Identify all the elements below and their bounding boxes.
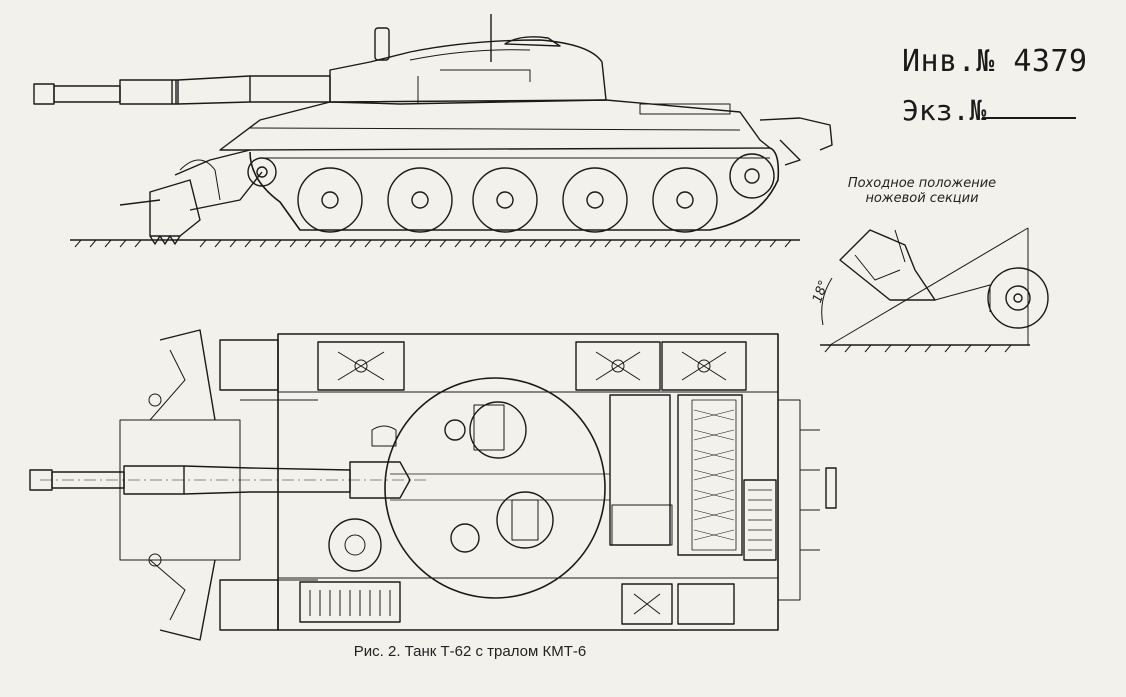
mine-plough-side	[119, 149, 263, 245]
figure-caption: Рис. 2. Танк Т-62 с тралом КМТ-6	[353, 643, 587, 660]
copy-number-blank-line	[982, 117, 1076, 119]
mine-plough-top	[119, 329, 382, 641]
turret-top	[371, 377, 610, 599]
travel-note-line-1: Походное положение	[847, 176, 997, 191]
track-side	[249, 147, 780, 231]
engine-deck-top	[609, 394, 777, 561]
copy-number-label: Экз.№	[902, 94, 987, 127]
tank-side-view	[33, 14, 833, 248]
hull-top	[277, 333, 779, 631]
ground-line	[70, 239, 800, 248]
inventory-number: Инв.№ 4379	[902, 44, 1088, 79]
road-wheels	[247, 153, 775, 233]
gun-barrel-side	[33, 75, 331, 105]
rear-equipment-top	[778, 399, 837, 601]
tank-top-view	[29, 329, 837, 641]
travel-note-line-2: ножевой секции	[865, 191, 979, 206]
fenders-top	[219, 339, 747, 631]
turret-side	[329, 14, 607, 105]
hull-side	[219, 99, 771, 151]
gun-barrel-top	[29, 461, 430, 499]
rear-equipment-side	[759, 117, 833, 166]
blade-travel-position-inset	[820, 227, 1049, 353]
travel-position-note: Походное положение ножевой секции	[847, 176, 997, 206]
